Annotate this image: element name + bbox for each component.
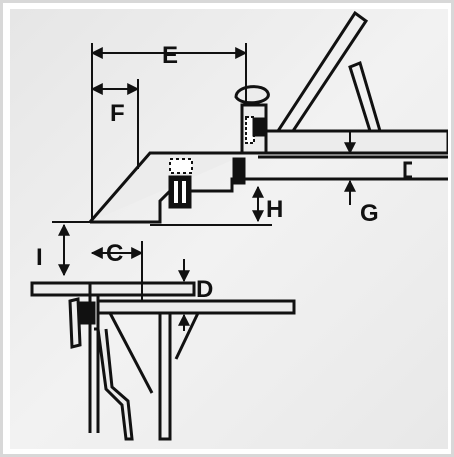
label-d: D: [196, 276, 213, 303]
lower-table: [30, 281, 296, 433]
jointer-setup-diagram: E F H G I C D: [10, 9, 448, 449]
label-c: C: [106, 240, 123, 267]
label-h: H: [266, 196, 283, 223]
label-e: E: [162, 42, 178, 69]
label-f: F: [110, 100, 125, 127]
background: [10, 9, 448, 449]
label-i: I: [36, 244, 43, 271]
dimension-lines: [52, 43, 356, 331]
label-g: G: [360, 200, 379, 227]
upper-block: [168, 158, 193, 209]
lower-bracket: [68, 297, 200, 441]
clamp-knob: [232, 85, 270, 185]
